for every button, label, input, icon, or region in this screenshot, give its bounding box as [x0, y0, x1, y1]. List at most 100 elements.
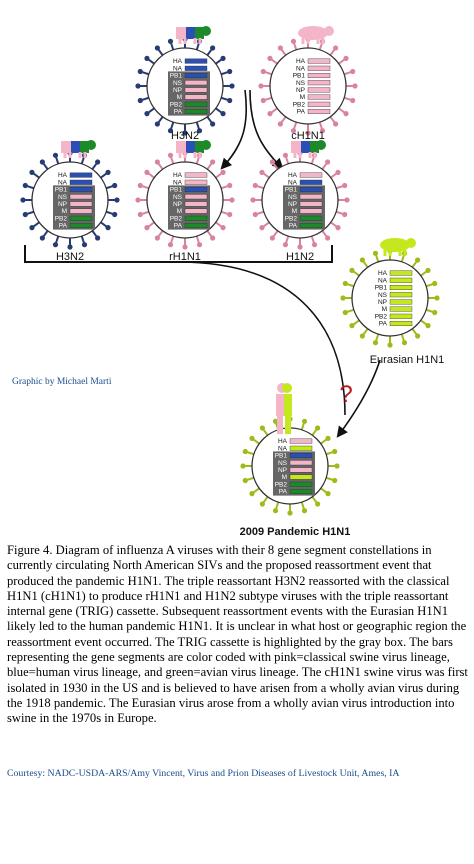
gene-segment-bar — [69, 186, 93, 192]
gene-segment-bar — [184, 58, 208, 64]
segment-label: M — [282, 474, 287, 481]
gene-segment-bar — [289, 438, 313, 444]
gene-segment-bar — [389, 270, 413, 276]
gene-segment-bar — [299, 186, 323, 192]
segment-label: PB1 — [170, 187, 183, 194]
segment-label: M — [177, 208, 182, 215]
courtesy-credit: Courtesy: NADC-USDA-ARS/Amy Vincent, Vir… — [7, 768, 400, 779]
segment-label: PA — [174, 109, 183, 116]
segment-label: HA — [288, 172, 298, 179]
gene-segment-bar — [289, 467, 313, 473]
segment-label: HA — [173, 58, 183, 65]
segment-label: NA — [173, 179, 183, 186]
trig-cassette-box — [168, 71, 210, 116]
gene-segment-bar — [307, 108, 331, 114]
segment-label: M — [300, 94, 305, 101]
trig-cassette-box — [273, 451, 315, 496]
segment-label: HA — [58, 172, 68, 179]
segment-label: HA — [278, 438, 288, 445]
segment-label: NA — [296, 65, 306, 72]
gene-segment-bar — [299, 194, 323, 200]
segment-label: PA — [174, 223, 183, 230]
gene-segment-bar — [299, 222, 323, 228]
gene-segment-bar — [184, 108, 208, 114]
pig-icon — [298, 26, 334, 44]
segment-label: PB2 — [55, 215, 68, 222]
gene-segment-bar — [184, 172, 208, 178]
segment-label: NA — [288, 179, 298, 186]
pig-icon — [176, 140, 211, 158]
gene-segment-bar — [69, 194, 93, 200]
segment-label: PA — [59, 223, 68, 230]
gene-segment-bar — [69, 215, 93, 221]
segment-label: NS — [278, 460, 288, 467]
gene-segment-bar — [184, 179, 208, 185]
gene-segment-bar — [184, 186, 208, 192]
gene-segment-bar — [289, 481, 313, 487]
gene-segment-bar — [299, 172, 323, 178]
gene-segment-bar — [299, 215, 323, 221]
segment-label: NA — [278, 445, 288, 452]
human-icon — [276, 383, 292, 434]
gene-segment-bar — [307, 58, 331, 64]
segment-label: PA — [379, 321, 388, 328]
segment-label: PA — [297, 109, 306, 116]
segment-label: NP — [278, 467, 287, 474]
segment-label: NA — [173, 65, 183, 72]
segment-label: NP — [378, 299, 387, 306]
virus-label: cH1N1 — [291, 130, 325, 142]
gene-segment-bar — [69, 179, 93, 185]
graphic-credit: Graphic by Michael Marti — [12, 377, 112, 387]
segment-label: NS — [173, 80, 183, 87]
segment-label: NP — [288, 201, 297, 208]
gene-segment-bar — [184, 72, 208, 78]
virus-label: 2009 Pandemic H1N1 — [240, 526, 351, 538]
segment-label: PB1 — [375, 285, 388, 292]
gene-segment-bar — [389, 306, 413, 312]
gene-segment-bar — [307, 94, 331, 100]
segment-label: HA — [296, 58, 306, 65]
segment-label: PB1 — [285, 187, 298, 194]
gene-segment-bar — [289, 453, 313, 459]
gene-segment-bar — [307, 72, 331, 78]
gene-segment-bar — [389, 277, 413, 283]
gene-segment-bar — [389, 292, 413, 298]
segment-label: PB2 — [375, 313, 388, 320]
segment-label: PB2 — [293, 101, 306, 108]
segment-label: PB2 — [170, 215, 183, 222]
segment-label: HA — [378, 270, 388, 277]
gene-segment-bar — [389, 299, 413, 305]
trig-cassette-box — [283, 185, 325, 230]
segment-label: PB2 — [170, 101, 183, 108]
gene-segment-bar — [184, 201, 208, 207]
gene-segment-bar — [184, 101, 208, 107]
gene-segment-bar — [184, 215, 208, 221]
segment-label: NS — [378, 292, 388, 299]
gene-segment-bar — [307, 80, 331, 86]
gene-segment-bar — [69, 208, 93, 214]
segment-label: PB1 — [275, 453, 288, 460]
gene-segment-bar — [307, 65, 331, 71]
segment-label: NS — [296, 80, 306, 87]
segment-label: M — [292, 208, 297, 215]
gene-segment-bar — [289, 474, 313, 480]
arrow-from-eurasian — [336, 359, 381, 438]
segment-label: PB2 — [285, 215, 298, 222]
gene-segment-bar — [299, 179, 323, 185]
segment-label: PB1 — [170, 73, 183, 80]
virus-label: H3N2 — [56, 251, 84, 263]
gene-segment-bar — [299, 201, 323, 207]
gene-segment-bar — [389, 313, 413, 319]
segment-label: NA — [58, 179, 68, 186]
gene-segment-bar — [389, 321, 413, 327]
pig-icon — [61, 140, 96, 158]
segment-label: NS — [288, 194, 298, 201]
gene-segment-bar — [184, 65, 208, 71]
gene-segment-bar — [184, 80, 208, 86]
